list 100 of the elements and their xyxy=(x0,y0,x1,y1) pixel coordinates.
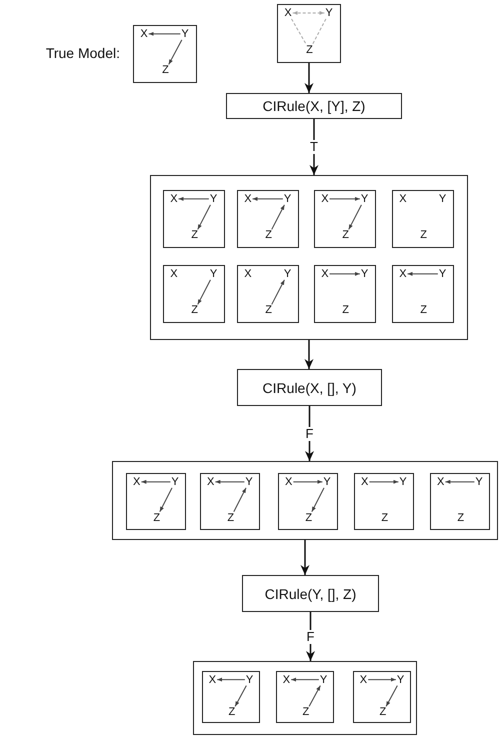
connector-line xyxy=(312,18,326,45)
variable-label: X xyxy=(284,476,294,488)
variable-label: Z xyxy=(190,229,199,242)
caption-text: True Model: xyxy=(46,45,120,61)
arrow xyxy=(329,272,360,276)
variable-label: Y xyxy=(318,674,328,686)
arrow xyxy=(444,480,475,484)
graph-box xyxy=(392,265,454,323)
graph-box xyxy=(163,265,225,323)
variable-label: Y xyxy=(322,476,332,488)
variable-label: X xyxy=(243,192,253,205)
variable-label: Y xyxy=(282,192,292,205)
graph-box xyxy=(277,4,341,63)
arrow xyxy=(271,204,285,230)
arrow xyxy=(305,406,314,461)
arrow xyxy=(407,272,438,276)
variable-label: Y xyxy=(244,476,254,488)
graph-box xyxy=(200,473,260,530)
arrow xyxy=(214,480,245,484)
variable-label: Y xyxy=(438,268,448,280)
variable-label: Z xyxy=(228,706,236,718)
variable-label: Y xyxy=(360,268,370,280)
arrow xyxy=(300,540,310,575)
variable-label: X xyxy=(436,476,446,488)
group-box xyxy=(193,661,417,735)
variable-label: Y xyxy=(180,28,190,40)
arrow xyxy=(140,480,171,484)
variable-label: Y xyxy=(474,476,484,488)
variable-label: Z xyxy=(190,304,199,316)
variable-label: X xyxy=(360,476,370,488)
variable-label: Z xyxy=(302,706,310,718)
arrow xyxy=(306,612,315,661)
graph-box xyxy=(133,25,197,83)
arrow xyxy=(290,678,320,682)
arrow xyxy=(386,685,398,707)
variable-label: Z xyxy=(304,512,314,524)
graph-box xyxy=(354,473,414,530)
arrow xyxy=(252,196,284,201)
arrow xyxy=(216,678,246,682)
graph-box xyxy=(314,265,376,323)
variable-label: X xyxy=(139,28,149,40)
variable-label: Y xyxy=(324,6,334,19)
variable-label: X xyxy=(320,268,330,280)
graph-box xyxy=(237,190,299,248)
graph-box xyxy=(126,473,186,530)
graph-box xyxy=(314,190,376,248)
variable-label: Z xyxy=(264,229,273,242)
arrow xyxy=(348,204,362,230)
variable-label: X xyxy=(169,192,179,205)
graph-box xyxy=(278,473,338,530)
variable-label: Y xyxy=(360,192,370,205)
edge-label: T xyxy=(309,140,319,154)
variable-label: X xyxy=(358,674,368,686)
connector-line xyxy=(291,18,307,45)
variable-label: X xyxy=(398,192,408,205)
graph-box xyxy=(430,473,490,530)
variable-label: X xyxy=(243,268,253,280)
variable-label: Z xyxy=(226,512,236,524)
variable-label: Z xyxy=(161,64,170,76)
arrow xyxy=(304,340,314,369)
arrow xyxy=(159,487,172,512)
graph-box xyxy=(353,671,411,723)
variable-label: Z xyxy=(378,706,388,718)
variable-label: Z xyxy=(152,512,162,524)
graph-box xyxy=(392,190,454,248)
variable-label: X xyxy=(320,192,330,205)
variable-label: Z xyxy=(341,229,350,242)
variable-label: Z xyxy=(380,512,390,524)
variable-label: X xyxy=(169,268,179,280)
graph-box xyxy=(163,190,225,248)
group-box xyxy=(112,461,498,540)
arrow xyxy=(168,39,182,65)
variable-label: Z xyxy=(341,304,350,316)
arrow xyxy=(233,487,246,512)
variable-label: Y xyxy=(170,476,180,488)
arrow xyxy=(368,678,396,682)
variable-label: Y xyxy=(282,268,292,280)
arrow xyxy=(271,279,285,305)
graph-box xyxy=(237,265,299,323)
arrow xyxy=(304,63,314,93)
variable-label: Y xyxy=(208,268,218,280)
graph-box xyxy=(276,671,334,723)
variable-label: Y xyxy=(208,192,218,205)
variable-label: Y xyxy=(396,674,406,686)
variable-label: X xyxy=(282,674,292,686)
edge-label: F xyxy=(304,426,314,440)
graph-box xyxy=(202,671,260,723)
variable-label: Y xyxy=(438,192,448,205)
variable-label: Y xyxy=(244,674,254,686)
group-box xyxy=(150,175,468,340)
variable-label: X xyxy=(398,268,408,280)
variable-label: X xyxy=(208,674,218,686)
arrow xyxy=(234,685,247,707)
variable-label: Z xyxy=(305,44,314,56)
variable-label: X xyxy=(283,6,293,19)
arrow xyxy=(292,10,325,15)
arrow xyxy=(148,32,181,36)
variable-label: Z xyxy=(419,304,428,316)
arrow xyxy=(308,685,321,707)
variable-label: Z xyxy=(419,229,428,242)
